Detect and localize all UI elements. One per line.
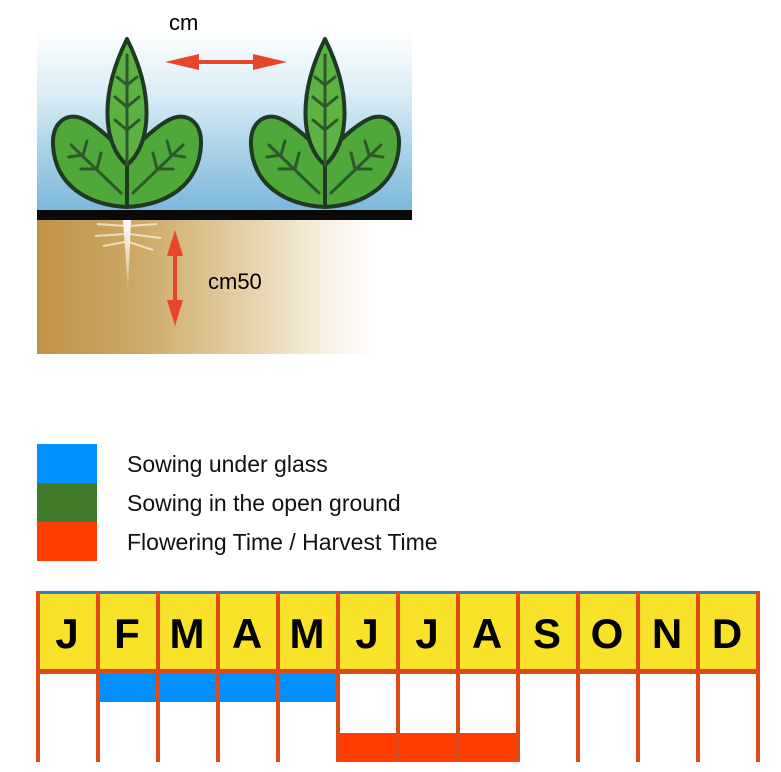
month-header: O (577, 594, 637, 674)
month-column: S (517, 594, 577, 762)
month-column: A (217, 594, 277, 762)
month-column: D (697, 594, 757, 762)
month-cell (217, 674, 277, 762)
month-column: N (637, 594, 697, 762)
ground-line (37, 210, 412, 220)
legend-swatch-harvest (37, 522, 97, 561)
month-cell (157, 674, 217, 762)
legend-label: Sowing in the open ground (127, 490, 401, 516)
month-header: A (217, 594, 277, 674)
legend-label: Sowing under glass (127, 451, 328, 477)
month-cell (397, 674, 457, 762)
harvest-bar (337, 733, 397, 762)
month-column: F (97, 594, 157, 762)
grid-vertical-line (456, 591, 460, 762)
sowing-under-glass-bar (217, 674, 277, 702)
legend-swatch-glass (37, 444, 97, 483)
month-column: M (157, 594, 217, 762)
month-header: J (37, 594, 97, 674)
harvest-bar (457, 733, 517, 762)
grid-vertical-line (636, 591, 640, 762)
soil-background (37, 220, 377, 354)
grid-vertical-line (336, 591, 340, 762)
plant-spacing-label: cm (169, 10, 199, 35)
month-header: J (397, 594, 457, 674)
month-column: M (277, 594, 337, 762)
grid-vertical-line (396, 591, 400, 762)
month-header: F (97, 594, 157, 674)
month-column: J (37, 594, 97, 762)
month-column: O (577, 594, 637, 762)
grid-vertical-line (96, 591, 100, 762)
sowing-under-glass-bar (277, 674, 337, 702)
month-column: A (457, 594, 517, 762)
month-cell (37, 674, 97, 762)
sowing-under-glass-bar (97, 674, 157, 702)
grid-vertical-line (516, 591, 520, 762)
sowing-under-glass-bar (157, 674, 217, 702)
plant-icon-right (248, 37, 402, 209)
month-header: M (277, 594, 337, 674)
spacing-arrow-icon (165, 54, 287, 70)
harvest-bar (397, 733, 457, 762)
month-header: J (337, 594, 397, 674)
month-cell (577, 674, 637, 762)
plant-spacing-illustration: cm cm50 (37, 0, 412, 355)
grid-vertical-line (156, 591, 160, 762)
month-cell (517, 674, 577, 762)
grid-vertical-line (216, 591, 220, 762)
month-cell (637, 674, 697, 762)
month-column: J (397, 594, 457, 762)
grid-vertical-line (696, 591, 700, 762)
grid-vertical-line (576, 591, 580, 762)
month-header: M (157, 594, 217, 674)
month-cell (97, 674, 157, 762)
month-header: A (457, 594, 517, 674)
month-cell (337, 674, 397, 762)
month-header: N (637, 594, 697, 674)
grid-vertical-line (756, 591, 760, 762)
plant-icon-left (50, 37, 204, 209)
month-cell (697, 674, 757, 762)
month-header: S (517, 594, 577, 674)
legend-swatch-open (37, 483, 97, 522)
root-icon (94, 220, 162, 290)
month-cell (457, 674, 517, 762)
grid-vertical-line (36, 591, 40, 762)
legend-label: Flowering Time / Harvest Time (127, 529, 438, 555)
depth-arrow-icon (167, 230, 183, 326)
month-header: D (697, 594, 757, 674)
month-column: J (337, 594, 397, 762)
grid-vertical-line (276, 591, 280, 762)
month-cell (277, 674, 337, 762)
sowing-depth-label: cm50 (208, 269, 262, 294)
